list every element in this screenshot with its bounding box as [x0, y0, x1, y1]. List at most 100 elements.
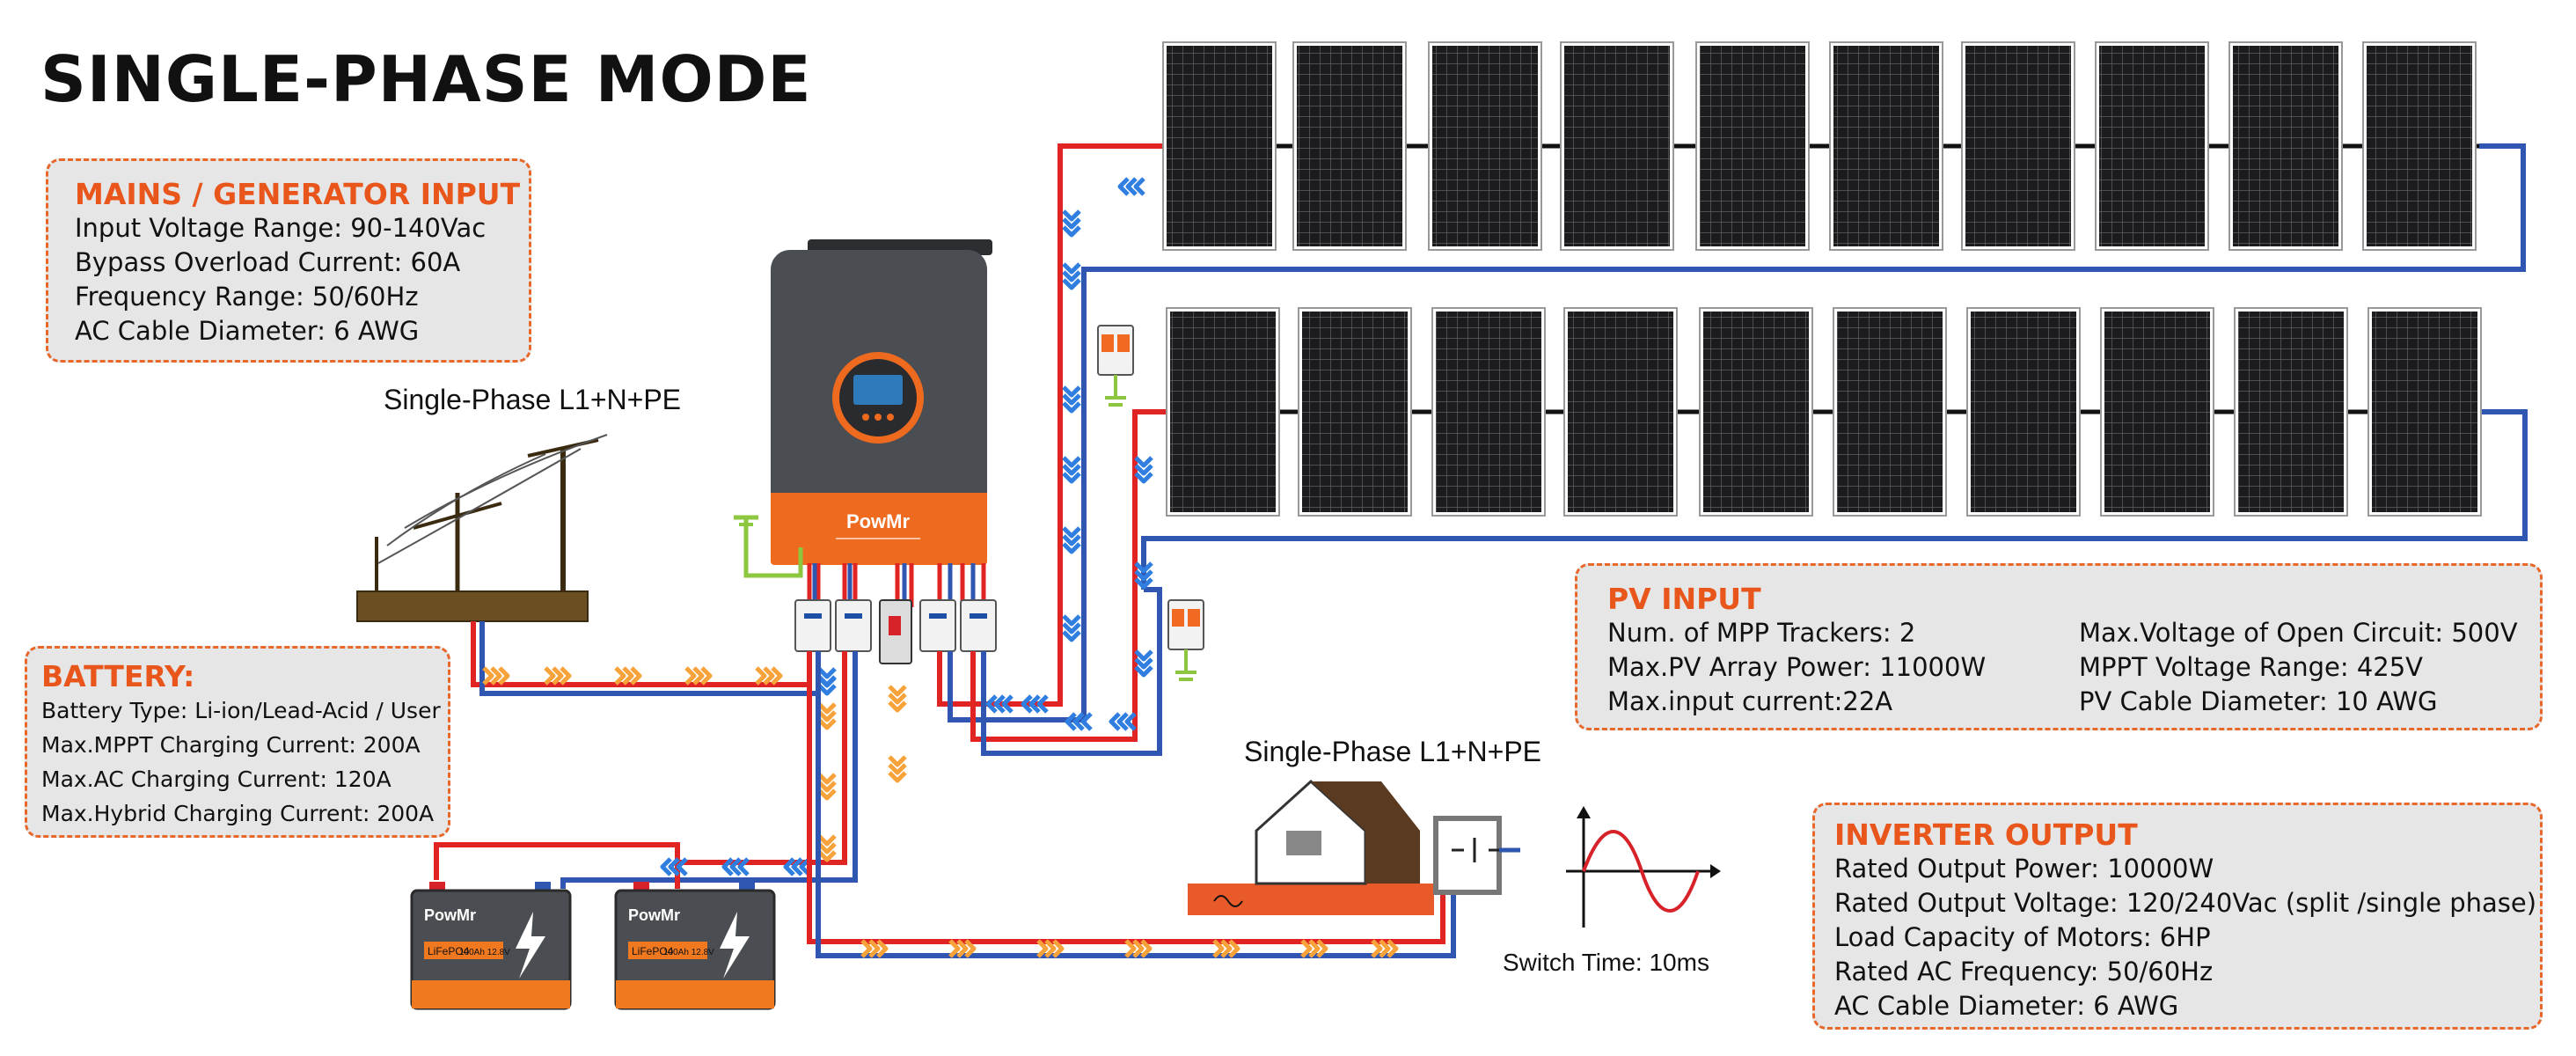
flow-chevron — [817, 684, 837, 696]
solar-panel — [1966, 307, 2081, 517]
flow-chevron — [1125, 177, 1138, 196]
flow-chevron — [888, 771, 907, 783]
flow-chevron — [490, 666, 502, 686]
flow-chevron — [1134, 569, 1153, 582]
flow-chevron — [817, 788, 837, 801]
solar-array-row-2 — [1166, 307, 2482, 517]
flow-chevron — [614, 666, 626, 686]
inverter-output-heading: INVERTER OUTPUT — [1834, 818, 2138, 852]
battery-heading: BATTERY: — [41, 659, 195, 693]
flow-chevron — [1134, 456, 1153, 468]
flow-chevron — [1036, 694, 1049, 714]
flow-chevron — [1133, 177, 1145, 196]
flow-chevron — [860, 939, 873, 958]
flow-chevron — [1062, 472, 1081, 484]
battery-line: Max.MPPT Charging Current: 200A — [41, 732, 421, 758]
flow-chevron — [1062, 614, 1081, 627]
battery-flow-arrows — [660, 667, 907, 876]
flow-chevron — [692, 666, 705, 686]
flow-chevron — [1212, 939, 1225, 958]
solar-panel — [2228, 41, 2343, 251]
flow-chevron — [1052, 939, 1065, 958]
flow-chevron — [817, 710, 837, 722]
flow-chevron — [1379, 939, 1391, 958]
flow-chevron — [737, 857, 750, 876]
flow-chevron — [1134, 657, 1153, 670]
flow-chevron — [1021, 694, 1033, 714]
pv-line: Num. of MPP Trackers: 2 — [1607, 618, 1916, 648]
solar-panel — [2367, 307, 2482, 517]
flow-chevron — [1062, 385, 1081, 398]
flow-chevron — [1062, 401, 1081, 414]
solar-panel — [1961, 41, 2075, 251]
flow-chevron — [660, 857, 672, 876]
mains-heading: MAINS / GENERATOR INPUT — [75, 177, 521, 211]
flow-chevron — [1062, 542, 1081, 554]
battery-brand-text: PowMr — [628, 906, 680, 924]
solar-panel — [1428, 41, 1542, 251]
ac-switch-box — [1433, 816, 1520, 895]
flow-chevron — [1300, 939, 1313, 958]
flow-chevron — [552, 666, 564, 686]
flow-chevron — [1134, 464, 1153, 476]
pv-line: PV Cable Diameter: 10 AWG — [2079, 686, 2438, 716]
inverter-brand-text: PowMr — [846, 510, 911, 532]
flow-chevron — [1036, 939, 1049, 958]
flow-chevron — [763, 666, 775, 686]
flow-chevron — [1134, 649, 1153, 662]
solar-panel — [1833, 307, 1947, 517]
flow-chevron — [956, 939, 969, 958]
pv-line: Max.input current:22A — [1607, 686, 1893, 716]
flow-chevron — [888, 755, 907, 767]
solar-panel — [2234, 307, 2348, 517]
flow-chevron — [668, 857, 680, 876]
flow-chevron — [1134, 577, 1153, 590]
solar-panel — [1162, 41, 1277, 251]
solar-panel — [1563, 307, 1678, 517]
flow-chevron — [1308, 939, 1321, 958]
flow-chevron — [1109, 712, 1121, 731]
flow-chevron — [1132, 939, 1145, 958]
ac-output-wiring — [807, 651, 1456, 958]
flow-chevron — [888, 693, 907, 705]
battery-line: Max.Hybrid Charging Current: 200A — [41, 801, 435, 826]
flow-chevron — [482, 666, 494, 686]
flow-chevron — [817, 702, 837, 715]
flow-chevron — [1080, 712, 1093, 731]
pv-line: Max.PV Array Power: 11000W — [1607, 652, 1987, 682]
flow-chevron — [622, 666, 634, 686]
flow-chevron — [1134, 472, 1153, 484]
flow-chevron — [721, 857, 734, 876]
flow-chevron — [888, 700, 907, 713]
flow-chevron — [1065, 712, 1077, 731]
flow-chevron — [868, 939, 881, 958]
flow-chevron — [964, 939, 977, 958]
battery-spec-text: 100Ah 12.8V — [459, 948, 510, 957]
battery-chem-text: LiFePO4 — [632, 945, 674, 957]
flow-chevron — [817, 675, 837, 687]
flow-chevron — [1001, 694, 1014, 714]
inverter-output-line: AC Cable Diameter: 6 AWG — [1834, 991, 2179, 1021]
flow-chevron — [560, 666, 572, 686]
solar-panel — [2362, 41, 2477, 251]
mains-line: Frequency Range: 50/60Hz — [75, 282, 419, 312]
ac-output-flow-arrows — [860, 939, 1399, 958]
flow-chevron — [817, 676, 837, 688]
flow-chevron — [1062, 464, 1081, 476]
battery-brand-text: PowMr — [424, 906, 476, 924]
flow-chevron — [1062, 526, 1081, 539]
solar-panel — [1292, 41, 1407, 251]
battery-wiring — [434, 651, 858, 889]
pv-heading: PV INPUT — [1607, 582, 1761, 616]
flow-chevron — [817, 781, 837, 793]
flow-chevron — [755, 666, 767, 686]
grid-label: Single-Phase L1+N+PE — [384, 384, 681, 415]
ac-input-flow-arrows — [482, 666, 783, 686]
solar-panel — [2100, 307, 2214, 517]
flow-chevron — [630, 666, 642, 686]
inverter-output-line: Load Capacity of Motors: 6HP — [1834, 922, 2211, 952]
flow-chevron — [1140, 939, 1153, 958]
mains-line: Input Voltage Range: 90-140Vac — [75, 213, 487, 243]
flow-chevron — [783, 857, 795, 876]
